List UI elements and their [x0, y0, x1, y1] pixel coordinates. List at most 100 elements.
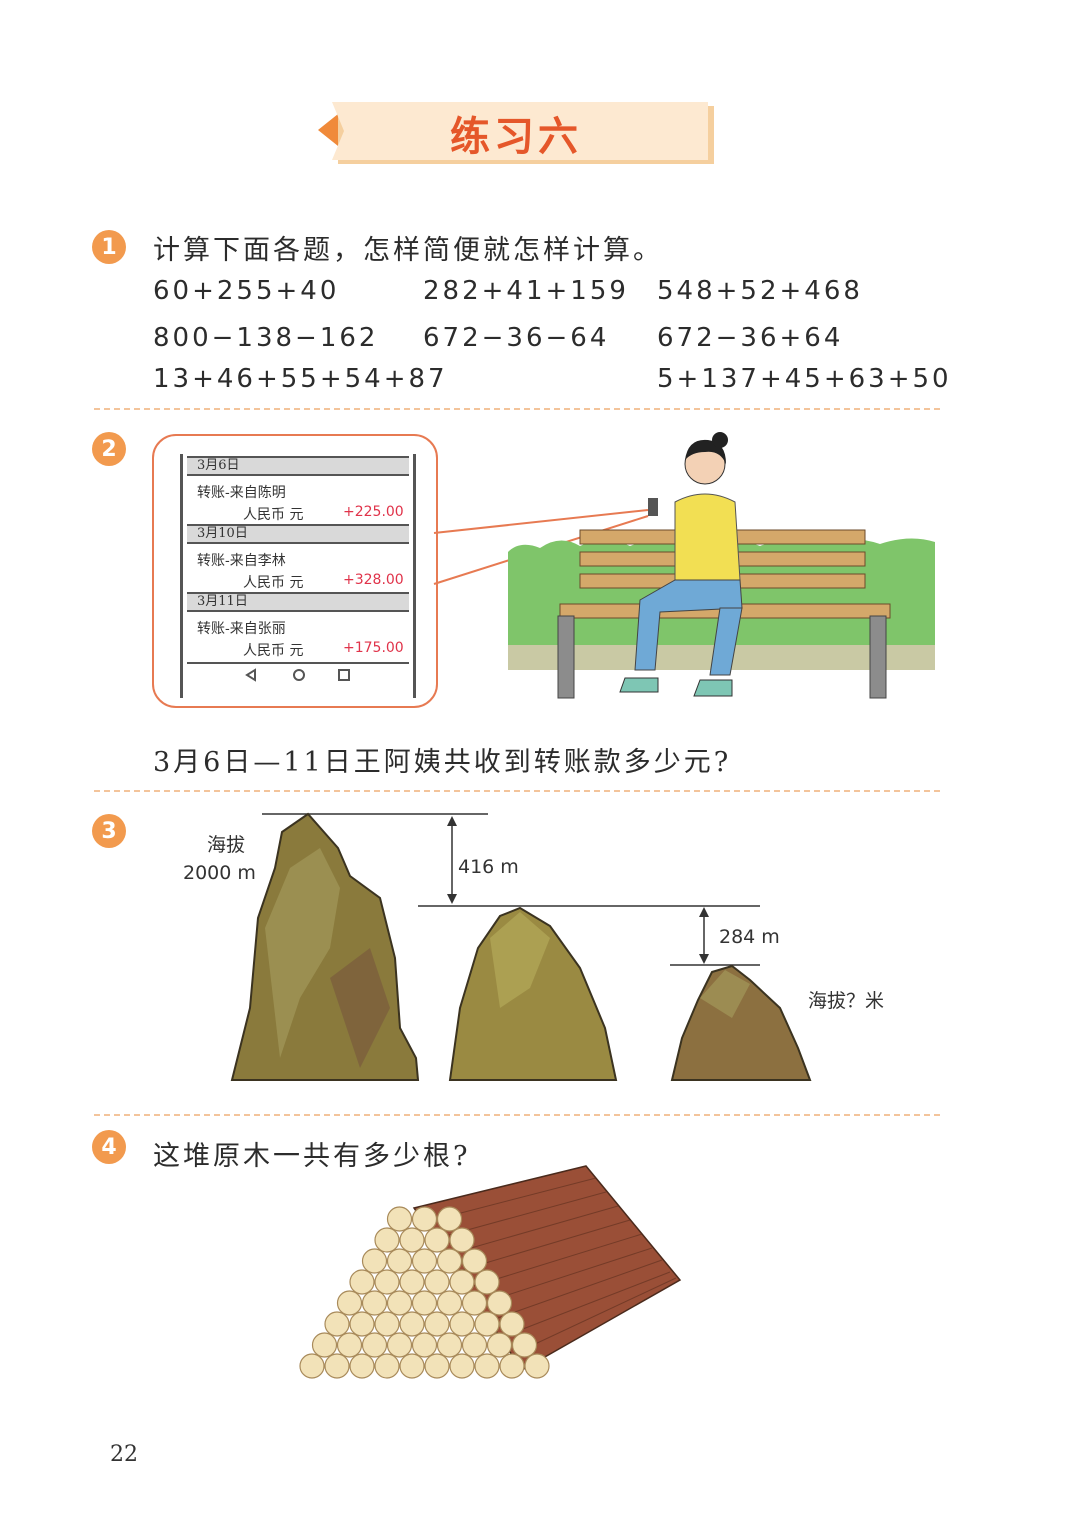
- log-end: [386, 1290, 413, 1316]
- page-number: 22: [110, 1442, 138, 1467]
- transaction-currency: 人民币 元: [243, 643, 304, 659]
- bench-leg: [557, 615, 575, 699]
- recents-icon: [338, 669, 350, 681]
- transaction-amount: +225.00: [343, 504, 404, 520]
- log-end: [374, 1227, 400, 1253]
- log-end: [499, 1353, 525, 1379]
- log-end: [361, 1248, 388, 1274]
- log-end: [299, 1353, 325, 1379]
- log-end: [461, 1248, 488, 1274]
- transaction-currency: 人民币 元: [243, 575, 304, 591]
- log-end: [386, 1332, 413, 1358]
- question-number-1: 1: [92, 230, 126, 264]
- section-divider: [94, 790, 940, 792]
- log-end: [399, 1311, 425, 1337]
- log-end: [424, 1227, 450, 1253]
- q2-question: 3月6日—11日王阿姨共收到转账款多少元?: [153, 747, 732, 778]
- log-end: [461, 1290, 488, 1316]
- log-end: [336, 1332, 363, 1358]
- log-end: [324, 1311, 350, 1337]
- log-end: [524, 1353, 550, 1379]
- altitude-label: 海拔: [207, 834, 246, 856]
- q1-expr: 800−138−162: [153, 323, 379, 353]
- transaction-date: 3月6日: [187, 456, 409, 476]
- transaction-amount: +328.00: [343, 572, 404, 588]
- person-shoe: [693, 679, 733, 697]
- log-end: [436, 1248, 463, 1274]
- back-icon: [245, 668, 256, 682]
- q1-expr: 672−36+64: [657, 323, 844, 353]
- altitude-value: 2000 m: [183, 862, 256, 884]
- section-divider: [94, 1114, 940, 1116]
- q1-expr: 5+137+45+63+50: [657, 364, 952, 394]
- log-end: [436, 1332, 463, 1358]
- question-number-4: 4: [92, 1130, 126, 1164]
- log-end: [324, 1353, 350, 1379]
- transaction-desc: 转账-来自李林: [197, 553, 286, 569]
- question-number-2: 2: [92, 432, 126, 466]
- phone-icon: [648, 498, 658, 516]
- log-end: [399, 1269, 425, 1295]
- q1-expr: 672−36−64: [423, 323, 610, 353]
- transaction-desc: 转账-来自张丽: [197, 621, 286, 637]
- person-shoe: [619, 677, 659, 693]
- log-end: [374, 1311, 400, 1337]
- unknown-altitude-label: 海拔？米: [808, 990, 885, 1012]
- bench-leg: [869, 615, 887, 699]
- mountain-middle: [448, 906, 618, 1081]
- log-end: [449, 1311, 475, 1337]
- log-end: [474, 1311, 500, 1337]
- callout-line: [433, 509, 649, 534]
- question-number-3: 3: [92, 814, 126, 848]
- log-ends: [299, 1206, 550, 1379]
- log-end: [486, 1290, 513, 1316]
- log-end: [499, 1311, 525, 1337]
- log-end: [386, 1248, 413, 1274]
- log-end: [411, 1332, 438, 1358]
- log-end: [349, 1353, 375, 1379]
- log-pile-illustration: [299, 1165, 682, 1379]
- log-end: [374, 1353, 400, 1379]
- person-jeans: [709, 607, 743, 676]
- log-end: [411, 1206, 438, 1232]
- transaction-date: 3月11日: [187, 592, 409, 612]
- log-end: [336, 1290, 363, 1316]
- height-difference-2: 284 m: [719, 926, 780, 948]
- section-divider: [94, 408, 940, 410]
- title-banner: 练习六: [318, 100, 714, 166]
- log-end: [411, 1248, 438, 1274]
- log-end: [449, 1227, 475, 1253]
- height-difference-1: 416 m: [458, 856, 519, 878]
- log-end: [436, 1206, 463, 1232]
- log-end: [399, 1227, 425, 1253]
- person-hair-bun: [712, 432, 728, 448]
- bench-scene-illustration: [433, 432, 935, 699]
- q1-prompt: 计算下面各题，怎样简便就怎样计算。: [153, 235, 663, 266]
- banner-shape: [318, 102, 714, 164]
- log-end: [411, 1290, 438, 1316]
- log-end: [349, 1269, 375, 1295]
- log-end: [449, 1269, 475, 1295]
- phone-screen: 3月6日 转账-来自陈明 人民币 元 +225.00 3月10日 转账-来自李林…: [180, 454, 416, 698]
- log-end: [361, 1290, 388, 1316]
- person-jeans: [634, 579, 743, 671]
- home-icon: [293, 669, 305, 681]
- log-end: [511, 1332, 538, 1358]
- log-end: [424, 1269, 450, 1295]
- q1-expr: 548+52+468: [657, 276, 863, 306]
- log-end: [424, 1311, 450, 1337]
- log-end: [424, 1353, 450, 1379]
- page-title: 练习六: [450, 113, 582, 160]
- q1-expr: 13+46+55+54+87: [153, 364, 448, 394]
- person-sweater: [674, 493, 741, 581]
- log-end: [461, 1332, 488, 1358]
- log-end: [386, 1206, 413, 1232]
- transaction-amount: +175.00: [343, 640, 404, 656]
- log-end: [399, 1353, 425, 1379]
- phone-callout: 3月6日 转账-来自陈明 人民币 元 +225.00 3月10日 转账-来自李林…: [152, 434, 438, 708]
- log-end: [311, 1332, 338, 1358]
- transaction-desc: 转账-来自陈明: [197, 485, 286, 501]
- log-end: [374, 1269, 400, 1295]
- log-end: [361, 1332, 388, 1358]
- phone-nav-bar: [187, 662, 409, 686]
